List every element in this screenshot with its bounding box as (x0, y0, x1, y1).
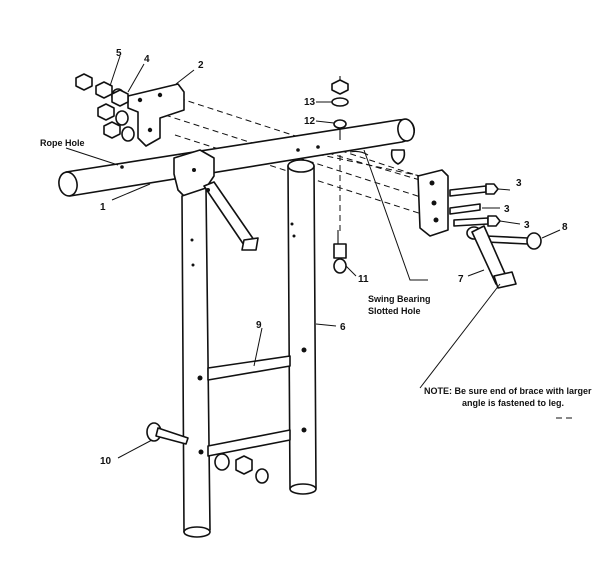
label-part-2: 2 (198, 60, 204, 71)
label-part-11: 11 (358, 274, 369, 285)
label-part-8: 8 (562, 222, 568, 233)
label-part-1: 1 (100, 202, 106, 213)
part-labels: 1 2 3 3 3 4 5 6 7 8 9 10 11 12 13 Rope H… (40, 48, 592, 467)
frame-tube (58, 118, 416, 197)
right-leg (287, 159, 317, 495)
label-part-4: 4 (144, 54, 150, 65)
leader-lines (65, 55, 561, 459)
label-rope-hole: Rope Hole (40, 138, 85, 148)
left-leg (181, 187, 211, 538)
left-brace (203, 181, 259, 251)
lower-left-hardware (146, 422, 269, 484)
swing-hanger (331, 76, 406, 274)
crossbars (207, 355, 291, 457)
right-bracket (417, 169, 449, 237)
label-part-3c: 3 (524, 220, 530, 231)
note-line-2: angle is fastened to leg. (462, 398, 564, 408)
label-part-7: 7 (458, 274, 464, 285)
label-slotted-hole: Slotted Hole (368, 306, 421, 316)
label-part-12: 12 (304, 116, 316, 127)
upper-left-hardware (75, 73, 135, 142)
label-part-9: 9 (256, 320, 262, 331)
label-part-10: 10 (100, 456, 112, 467)
label-swing-bearing: Swing Bearing (368, 294, 431, 304)
label-part-13: 13 (304, 97, 316, 108)
label-part-6: 6 (340, 322, 346, 333)
left-top-bracket (127, 83, 185, 147)
label-part-3a: 3 (516, 178, 522, 189)
label-part-3b: 3 (504, 204, 510, 215)
label-part-5: 5 (116, 48, 122, 59)
brace-part-7 (471, 225, 517, 289)
right-bolts (449, 183, 542, 250)
note-line-1: NOTE: Be sure end of brace with larger (424, 386, 592, 396)
